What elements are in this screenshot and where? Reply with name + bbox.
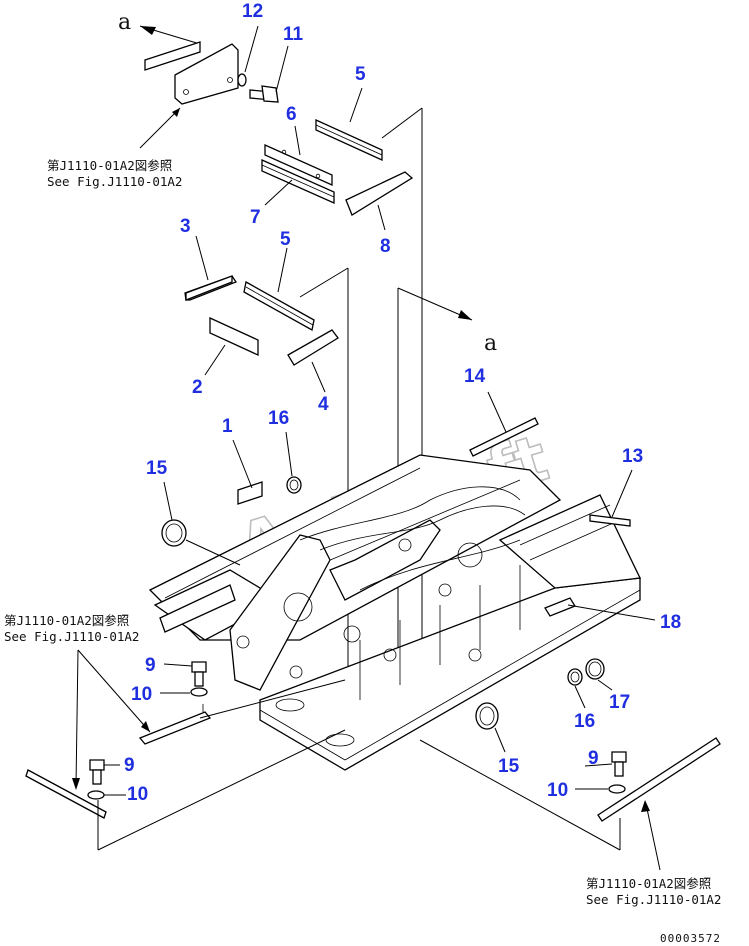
leader-ref-top [139,107,181,149]
callout-4: 4 [318,394,329,415]
bolt-9-left-lower [89,759,120,785]
washer-12 [237,25,259,87]
callout-14: 14 [464,366,486,387]
bolt-9-right [584,751,627,777]
view-label-a-top: a [118,10,131,35]
callout-8: 8 [380,236,391,257]
callout-13: 13 [622,446,643,467]
handrail-14 [469,391,539,457]
cover-plate-right [597,737,721,822]
callout-11: 11 [283,24,304,45]
callout-10-right: 10 [547,780,568,801]
callout-9-right: 9 [588,748,599,769]
callout-15-right: 15 [498,756,520,777]
drawing-number: 00003572 [660,932,721,945]
leaders-ref-left [72,649,151,790]
callout-10-left-lower: 10 [127,784,148,805]
plate-6 [264,143,333,187]
cushion-2 [209,316,259,357]
washer-10-left-lower [87,790,126,800]
cushion-5-lower [243,280,315,332]
figure-ref-bottom: 第J1110-01A2図参照 See Fig.J1110-01A2 [586,876,721,907]
washer-10-right [575,784,626,794]
view-arrow-top [139,25,201,45]
plate-18 [544,597,656,621]
bolt-9-left-upper [163,661,207,687]
cushion-8 [345,171,414,216]
cover-plate-left-upper [138,704,212,745]
callout-15-left: 15 [146,458,168,479]
svg-text:第J1110-01A2図参照: 第J1110-01A2図参照 [586,876,711,891]
figure-ref-left: 第J1110-01A2図参照 See Fig.J1110-01A2 [4,613,139,644]
seal-16-lower [567,668,586,709]
leaders-lower-group [195,235,349,710]
callout-7: 7 [250,207,261,228]
leaders-bottom-left [97,679,346,851]
svg-text:See Fig.J1110-01A2: See Fig.J1110-01A2 [586,892,721,907]
view-label-a-mid: a [484,331,497,356]
callout-5-lower: 5 [280,229,291,250]
bracket-plate-top [144,41,239,105]
seal-16-upper [285,431,302,494]
washer-10-left-upper [160,687,208,697]
revolving-frame [148,454,641,771]
cushion-3 [184,275,237,301]
callout-16-upper: 16 [268,408,289,429]
cover-plate-left-lower [25,769,107,819]
seal-15-left [161,481,241,566]
callout-5-upper: 5 [355,64,366,85]
cushion-4 [287,329,339,366]
leaders-bottom-right [419,739,661,871]
svg-text:第J1110-01A2図参照: 第J1110-01A2図参照 [47,158,172,173]
callout-18: 18 [660,612,681,633]
callout-9-left-upper: 9 [145,655,156,676]
svg-text:第J1110-01A2図参照: 第J1110-01A2図参照 [4,613,129,628]
callout-17: 17 [609,692,630,713]
svg-text:See Fig.J1110-01A2: See Fig.J1110-01A2 [4,629,139,644]
callout-12: 12 [242,1,263,22]
callout-16-lower: 16 [574,711,595,732]
handrail-13 [589,469,633,527]
bolt-11 [249,45,289,103]
figure-ref-top: 第J1110-01A2図参照 See Fig.J1110-01A2 [47,158,182,189]
callout-6: 6 [286,104,297,125]
callout-3: 3 [180,216,191,237]
svg-text:See Fig.J1110-01A2: See Fig.J1110-01A2 [47,174,182,189]
seal-17 [585,658,613,691]
callout-2: 2 [192,377,203,398]
callout-9-left-lower: 9 [124,755,135,776]
callout-1: 1 [222,416,233,437]
plate-7 [261,158,335,205]
cover-1 [232,439,263,505]
seal-15-right [475,702,506,753]
callout-10-left-upper: 10 [131,684,152,705]
cushion-5-upper [315,118,383,162]
